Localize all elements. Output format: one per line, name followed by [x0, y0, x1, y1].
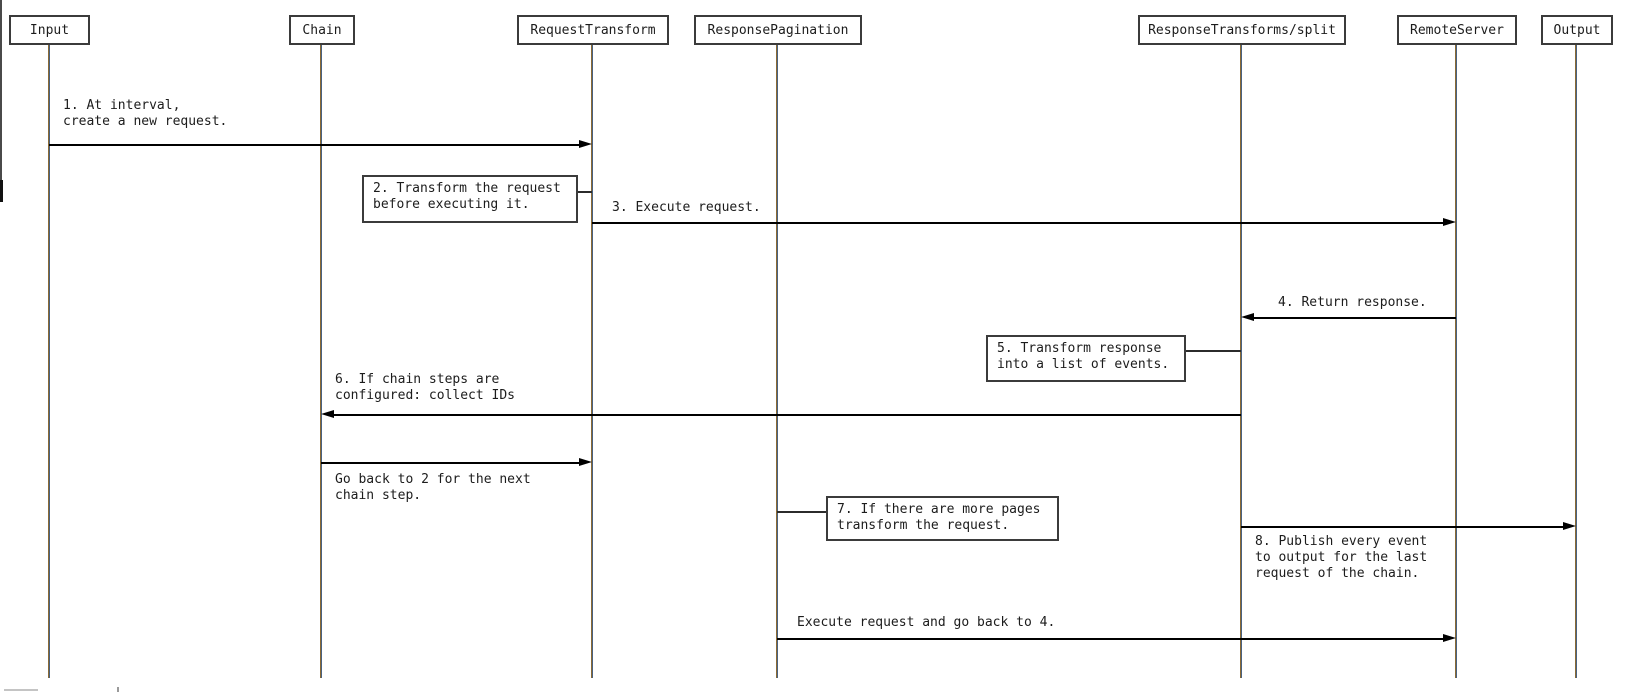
message-1-arrow-line	[49, 144, 580, 146]
message-8-arrow-line	[1241, 526, 1563, 528]
note-2-connector	[578, 191, 592, 193]
lifeline-response-transforms	[1240, 45, 1242, 678]
message-goback-label: Go back to 2 for the next chain step.	[335, 472, 531, 503]
message-6-arrowhead-icon	[321, 410, 334, 418]
message-6-arrow-line	[334, 414, 1241, 416]
bottom-edge-tick	[117, 687, 119, 692]
message-goback-arrow-line	[321, 462, 579, 464]
message-3-arrow-line	[592, 222, 1443, 224]
participant-label: RemoteServer	[1410, 22, 1504, 38]
message-goback-arrowhead-icon	[579, 458, 592, 466]
message-execute-again-label: Execute request and go back to 4.	[797, 615, 1056, 630]
participant-label: ResponseTransforms/split	[1148, 22, 1336, 38]
lifeline-response-pagination	[776, 45, 778, 678]
lifeline-input	[48, 45, 50, 678]
note-5-connector	[1186, 350, 1241, 352]
participant-label: Chain	[302, 22, 342, 38]
participant-box-request-transform: RequestTransform	[517, 15, 669, 45]
message-execute-again-arrowhead-icon	[1443, 634, 1456, 642]
participant-box-input: Input	[9, 15, 90, 45]
participant-label: RequestTransform	[530, 22, 656, 38]
bottom-edge-mark	[4, 689, 38, 691]
message-3-label: 3. Execute request.	[612, 200, 761, 215]
left-edge-mark	[0, 180, 3, 202]
message-execute-again-arrow-line	[777, 638, 1443, 640]
participant-box-chain: Chain	[289, 15, 355, 45]
note-7-box: 7. If there are more pages transform the…	[826, 496, 1059, 541]
lifeline-output	[1575, 45, 1577, 678]
message-1-arrowhead-icon	[579, 140, 592, 148]
participant-label: Input	[29, 22, 70, 38]
message-3-arrowhead-icon	[1443, 218, 1456, 226]
note-2-box: 2. Transform the request before executin…	[362, 175, 578, 223]
lifeline-request-transform	[591, 45, 593, 678]
participant-box-response-transforms: ResponseTransforms/split	[1138, 15, 1346, 45]
lifeline-chain	[320, 45, 322, 678]
left-edge-line	[0, 0, 2, 182]
lifeline-remote-server	[1455, 45, 1457, 678]
message-8-label: 8. Publish every event to output for the…	[1255, 534, 1428, 581]
message-4-arrowhead-icon	[1241, 313, 1254, 321]
message-4-label: 4. Return response.	[1278, 295, 1427, 310]
message-1-label: 1. At interval, create a new request.	[63, 98, 228, 129]
participant-label: Output	[1553, 22, 1601, 38]
message-8-arrowhead-icon	[1563, 522, 1576, 530]
participant-box-output: Output	[1541, 15, 1613, 45]
message-6-label: 6. If chain steps are configured: collec…	[335, 372, 516, 403]
note-7-connector	[777, 511, 826, 513]
note-5-box: 5. Transform response into a list of eve…	[986, 335, 1186, 382]
participant-label: ResponsePagination	[707, 22, 849, 38]
participant-box-remote-server: RemoteServer	[1397, 15, 1517, 45]
participant-box-response-pagination: ResponsePagination	[694, 15, 862, 45]
message-4-arrow-line	[1254, 317, 1456, 319]
